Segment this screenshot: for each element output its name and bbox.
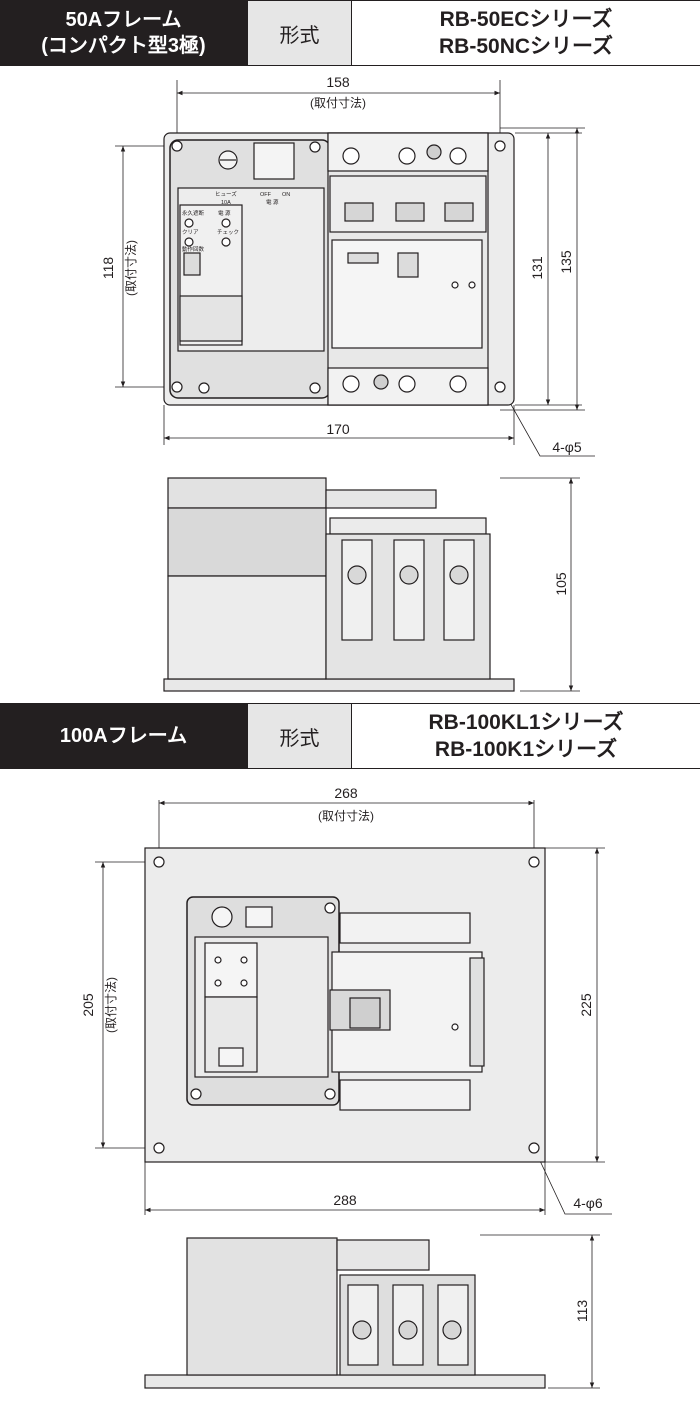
kind-label: 形式 (247, 704, 352, 768)
dimension-label: (取付寸法) (318, 809, 374, 823)
panel-label: OFF (260, 192, 272, 198)
dimension-label: 288 (333, 1192, 357, 1208)
frame-label-50a: 50Aフレーム (コンパクト型3極) (0, 1, 247, 65)
panel-label: 動作回数 (182, 245, 205, 253)
header-50a: 50Aフレーム (コンパクト型3極) 形式 RB-50ECシリーズ RB-50N… (0, 0, 700, 66)
model-names-50a: RB-50ECシリーズ RB-50NCシリーズ (352, 1, 700, 65)
frame-title: 50Aフレーム (65, 9, 182, 31)
hole-note: 4-φ5 (552, 439, 582, 455)
dimension-label: 135 (558, 250, 574, 274)
model-name: RB-50NCシリーズ (439, 35, 613, 58)
dimension-label: 225 (578, 993, 594, 1017)
model-name: RB-100KL1シリーズ (428, 711, 624, 734)
frame-title: 100Aフレーム (59, 725, 188, 747)
panel-label: 電 源 (266, 198, 279, 206)
dimension-label: 105 (553, 572, 569, 596)
panel-label: 永久遮断 (182, 209, 205, 217)
hole-note: 4-φ6 (573, 1195, 603, 1211)
dimension-label: 268 (334, 785, 358, 801)
dimension-label: 205 (80, 993, 96, 1017)
drawing-100a: 268 (取付寸法) 205 (取付寸法) 225 288 4-φ6 113 (80, 785, 612, 1389)
panel-label: 電 源 (218, 209, 231, 217)
frame-label-100a: 100Aフレーム (0, 704, 247, 768)
model-names-100a: RB-100KL1シリーズ RB-100K1シリーズ (352, 704, 700, 768)
dimension-label: (取付寸法) (104, 977, 118, 1033)
panel-label: チェック (217, 229, 239, 236)
dimension-label: 131 (529, 256, 545, 280)
dimension-label: 170 (326, 421, 350, 437)
model-name: RB-100K1シリーズ (434, 738, 618, 761)
dimension-label: 113 (574, 1300, 590, 1323)
panel-label: ヒューズ (215, 190, 237, 198)
panel-label: 10A (221, 200, 231, 206)
frame-subtitle: (コンパクト型3極) (41, 35, 206, 57)
panel-label: クリア (182, 229, 199, 236)
dimension-label: 158 (326, 74, 350, 90)
model-name: RB-50ECシリーズ (439, 8, 613, 31)
dimension-label: (取付寸法) (124, 240, 138, 296)
header-100a: 100Aフレーム 形式 RB-100KL1シリーズ RB-100K1シリーズ (0, 703, 700, 769)
dimension-label: 118 (100, 257, 116, 280)
drawing-50a: ヒューズ 10A OFF ON 電 源 永久遮断 電 源 クリア チェック 動作… (100, 74, 595, 692)
kind-label: 形式 (247, 1, 352, 65)
dimension-label: (取付寸法) (310, 96, 366, 110)
panel-label: ON (282, 192, 290, 198)
